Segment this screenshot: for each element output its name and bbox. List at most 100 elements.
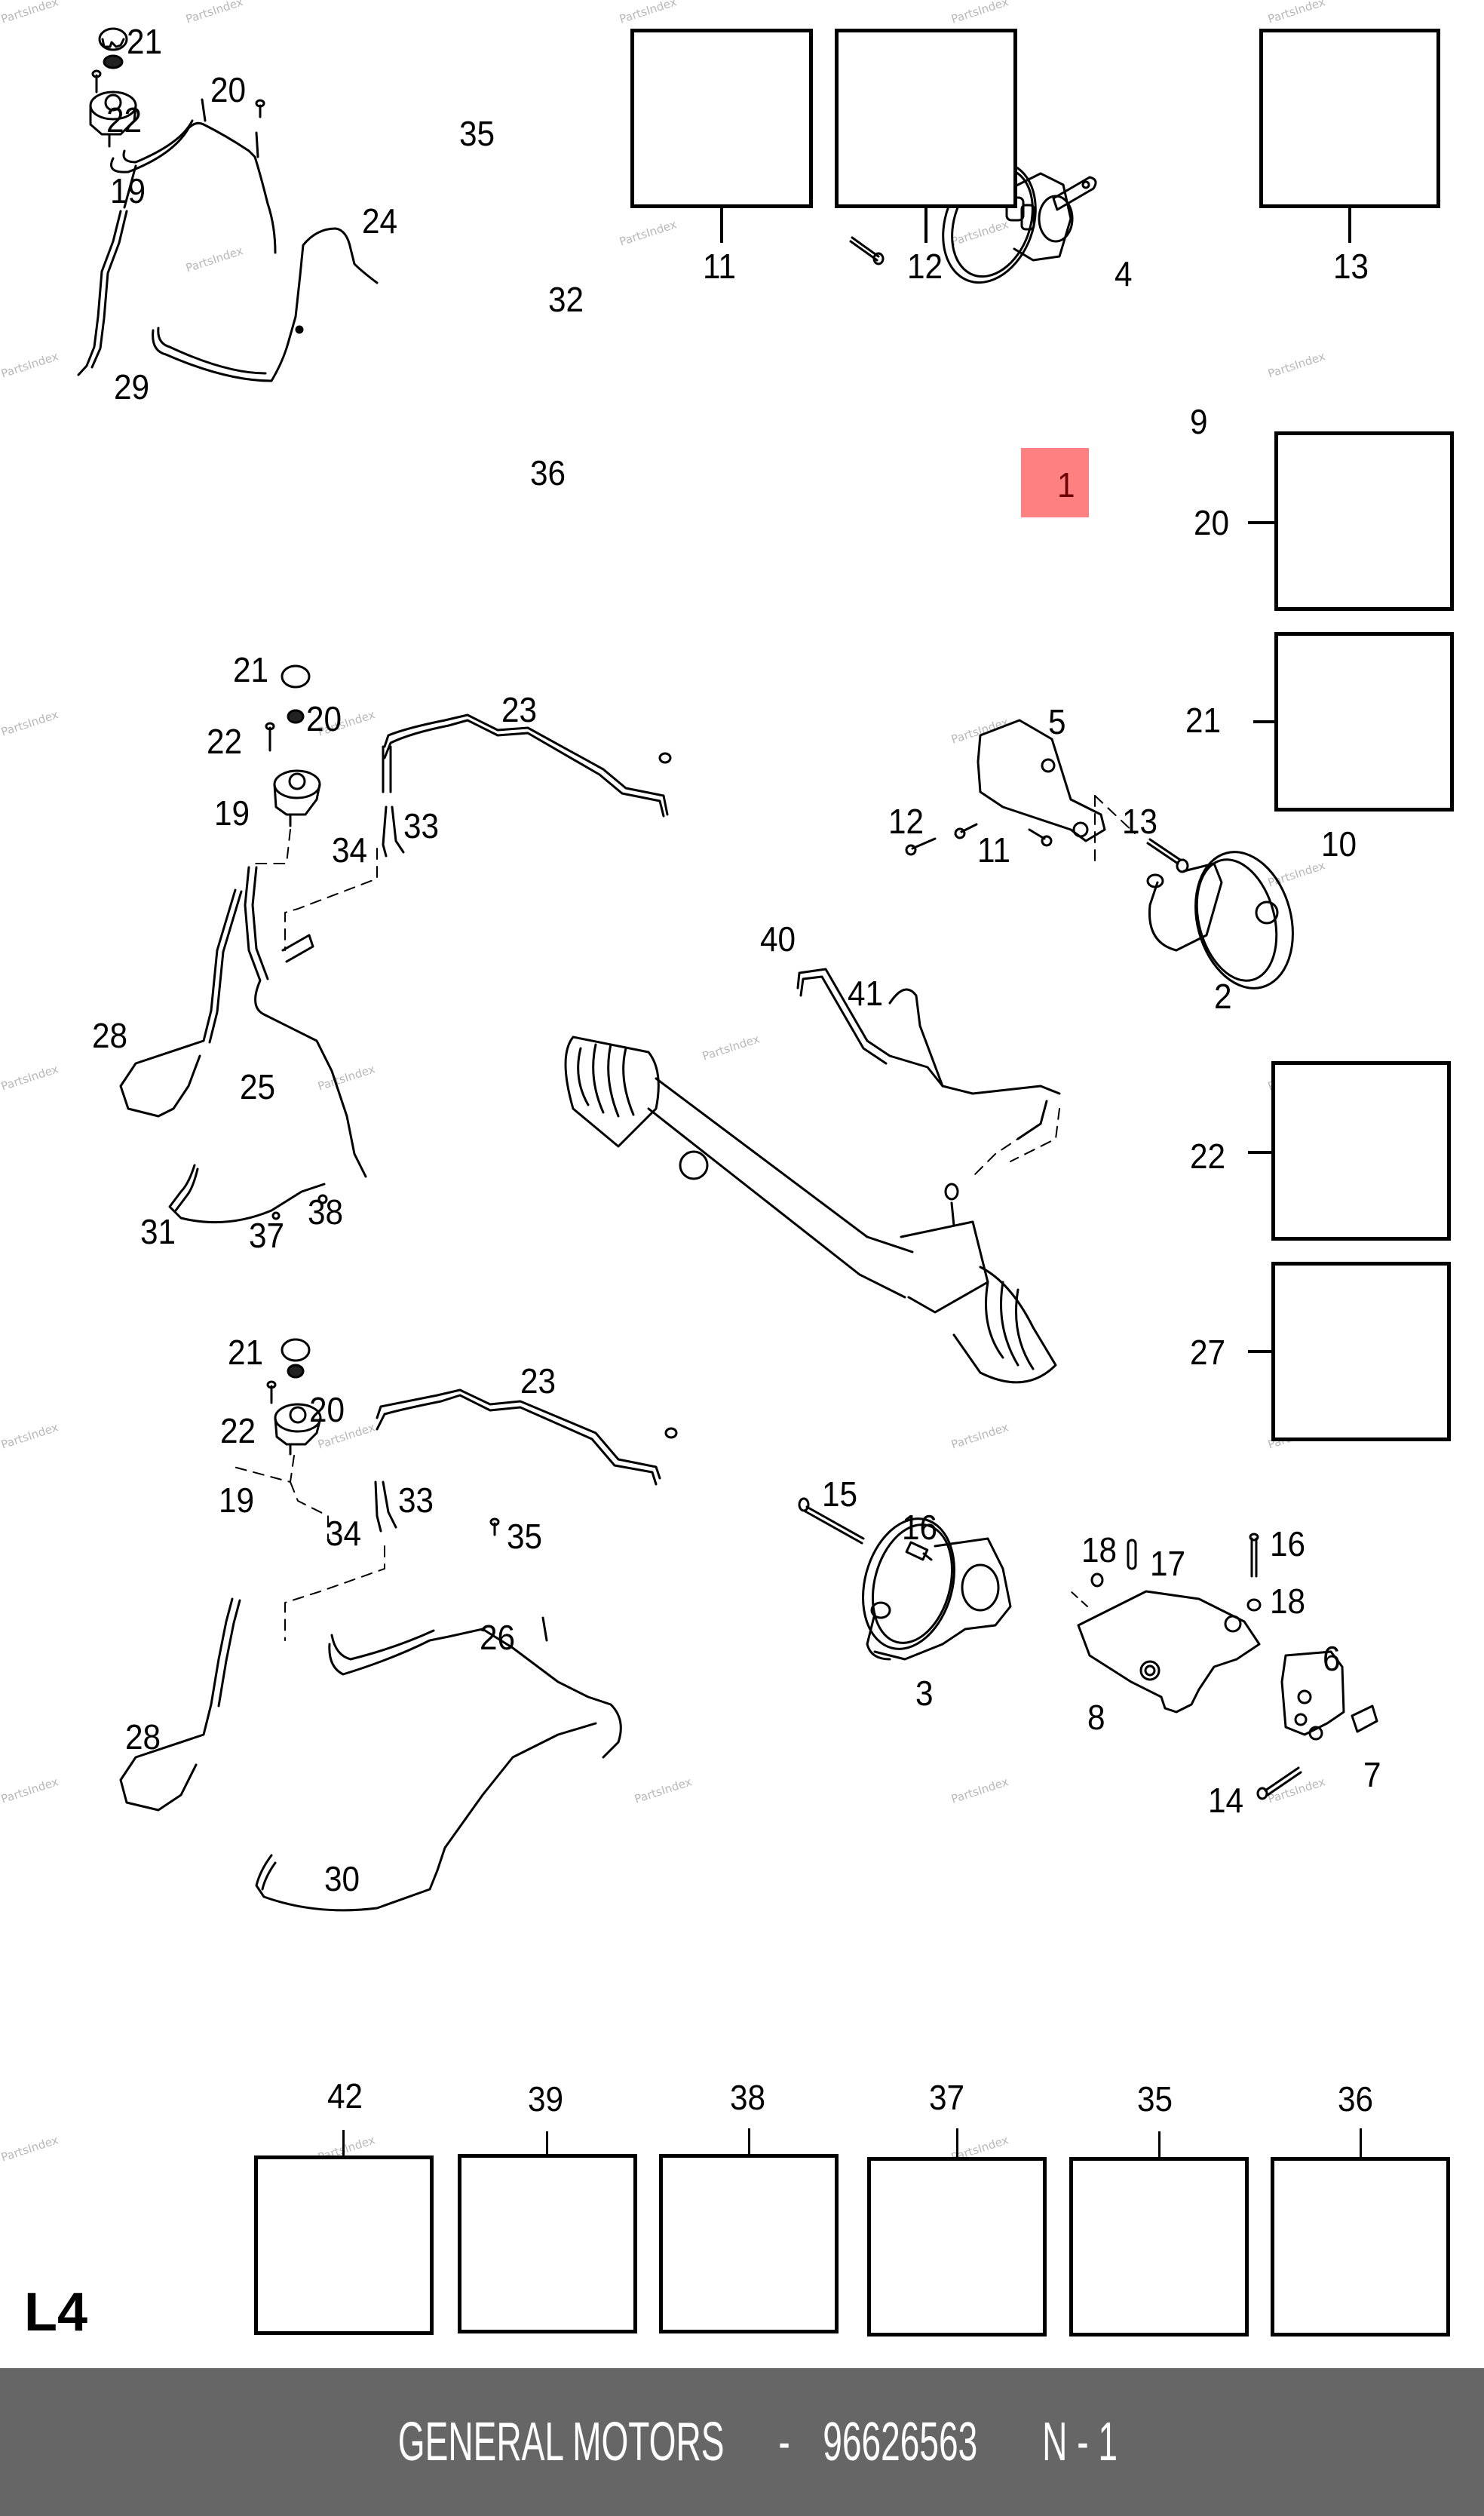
callout-14[interactable]: 14: [1208, 1781, 1244, 1820]
callout-27-box[interactable]: 27: [1190, 1333, 1226, 1372]
part-box-12[interactable]: [835, 29, 1017, 208]
bolt-icon: [664, 1427, 678, 1439]
callout-22-box[interactable]: 22: [1190, 1137, 1226, 1176]
callout-33[interactable]: 33: [398, 1480, 434, 1520]
callout-32[interactable]: 32: [548, 280, 584, 319]
part-box-22[interactable]: [1271, 1061, 1451, 1241]
highlighted-part-marker[interactable]: 1: [1021, 448, 1089, 517]
callout-28[interactable]: 28: [92, 1016, 128, 1055]
part-box-11[interactable]: [630, 29, 813, 208]
part-box-38[interactable]: [659, 2154, 839, 2333]
callout-28[interactable]: 28: [125, 1717, 161, 1757]
callout-41[interactable]: 41: [848, 974, 884, 1013]
callout-21[interactable]: 21: [127, 22, 163, 61]
part-box-36[interactable]: [1271, 2157, 1450, 2337]
callout-23[interactable]: 23: [520, 1361, 556, 1401]
callout-11[interactable]: 11: [703, 247, 736, 286]
callout-42[interactable]: 42: [327, 2076, 363, 2116]
callout-21[interactable]: 21: [233, 650, 269, 689]
callout-35[interactable]: 35: [507, 1517, 543, 1556]
callout-8[interactable]: 8: [1087, 1698, 1105, 1737]
callout-15[interactable]: 15: [822, 1474, 858, 1514]
callout-16[interactable]: 16: [902, 1508, 938, 1547]
callout-5[interactable]: 5: [1048, 702, 1066, 741]
part-box-42[interactable]: [254, 2155, 434, 2335]
callout-38[interactable]: 38: [308, 1192, 344, 1232]
callout-12[interactable]: 12: [907, 247, 943, 286]
callout-37[interactable]: 37: [929, 2078, 965, 2117]
callout-21-box[interactable]: 21: [1185, 701, 1222, 740]
callout-35[interactable]: 35: [459, 114, 495, 153]
nut-icon: [295, 325, 304, 334]
part-box-13[interactable]: [1259, 29, 1440, 208]
bolt-icon: [266, 1380, 277, 1404]
page-code: L4: [24, 2282, 88, 2343]
callout-31[interactable]: 31: [140, 1212, 176, 1251]
callout-22[interactable]: 22: [106, 100, 143, 140]
reservoir-cap-icon: [98, 27, 128, 51]
callout-34[interactable]: 34: [332, 830, 368, 870]
leader-line: [1253, 720, 1274, 723]
callout-19[interactable]: 19: [110, 171, 146, 210]
callout-13[interactable]: 13: [1122, 802, 1158, 841]
callout-20-box[interactable]: 20: [1194, 503, 1230, 542]
callout-16[interactable]: 16: [1270, 1524, 1306, 1563]
bolt-icon: [658, 752, 672, 764]
callout-39[interactable]: 39: [528, 2079, 564, 2119]
part-box-37[interactable]: [867, 2157, 1047, 2337]
callout-24[interactable]: 24: [362, 201, 398, 241]
callout-29[interactable]: 29: [114, 367, 150, 407]
callout-2[interactable]: 2: [1214, 977, 1232, 1016]
callout-22[interactable]: 22: [207, 722, 243, 761]
separator: -: [778, 2412, 790, 2472]
leader-line: [1248, 521, 1274, 524]
callout-23[interactable]: 23: [501, 690, 538, 729]
leader-line: [956, 2128, 958, 2157]
callout-9[interactable]: 9: [1190, 402, 1208, 441]
callout-20[interactable]: 20: [210, 70, 247, 109]
callout-36[interactable]: 36: [530, 453, 566, 492]
callout-7[interactable]: 7: [1363, 1755, 1381, 1794]
callout-19[interactable]: 19: [214, 793, 250, 833]
part-box-35[interactable]: [1069, 2157, 1249, 2337]
dashed-leader: [972, 1108, 1060, 1177]
leader-line: [1248, 1151, 1271, 1154]
callout-26[interactable]: 26: [480, 1618, 516, 1657]
callout-38[interactable]: 38: [730, 2078, 766, 2117]
leader-line: [748, 2128, 750, 2154]
callout-11[interactable]: 11: [977, 830, 1010, 870]
callout-33[interactable]: 33: [403, 806, 440, 845]
callout-30[interactable]: 30: [324, 1859, 360, 1898]
callout-1[interactable]: 1: [1057, 465, 1075, 505]
callout-6[interactable]: 6: [1323, 1639, 1341, 1678]
part-box-20[interactable]: [1274, 431, 1454, 611]
callout-34[interactable]: 34: [326, 1514, 362, 1553]
callout-37[interactable]: 37: [249, 1216, 285, 1255]
callout-20[interactable]: 20: [306, 699, 342, 738]
callout-25[interactable]: 25: [240, 1067, 276, 1106]
callout-20[interactable]: 20: [309, 1390, 345, 1429]
reservoir-cap-icon: [281, 1338, 311, 1362]
bracket-6-icon: [1280, 1650, 1345, 1741]
callout-18[interactable]: 18: [1081, 1530, 1118, 1569]
callout-12[interactable]: 12: [888, 802, 924, 841]
callout-22[interactable]: 22: [220, 1411, 256, 1450]
part-box-27[interactable]: [1271, 1262, 1451, 1441]
callout-3[interactable]: 3: [915, 1674, 934, 1713]
callout-13[interactable]: 13: [1333, 247, 1369, 286]
pump-2-icon: [1146, 851, 1294, 990]
callout-21[interactable]: 21: [228, 1333, 264, 1372]
hose-32-icon: [152, 227, 379, 382]
part-number: 96626563: [823, 2412, 978, 2472]
callout-36[interactable]: 36: [1338, 2079, 1374, 2119]
callout-10[interactable]: 10: [1321, 824, 1357, 864]
part-box-21[interactable]: [1274, 632, 1454, 812]
part-box-39[interactable]: [458, 2154, 637, 2333]
callout-4[interactable]: 4: [1115, 254, 1133, 293]
callout-40[interactable]: 40: [760, 919, 796, 959]
callout-18[interactable]: 18: [1270, 1582, 1306, 1621]
callout-19[interactable]: 19: [219, 1480, 255, 1520]
callout-35[interactable]: 35: [1137, 2079, 1173, 2119]
callout-17[interactable]: 17: [1150, 1544, 1186, 1583]
